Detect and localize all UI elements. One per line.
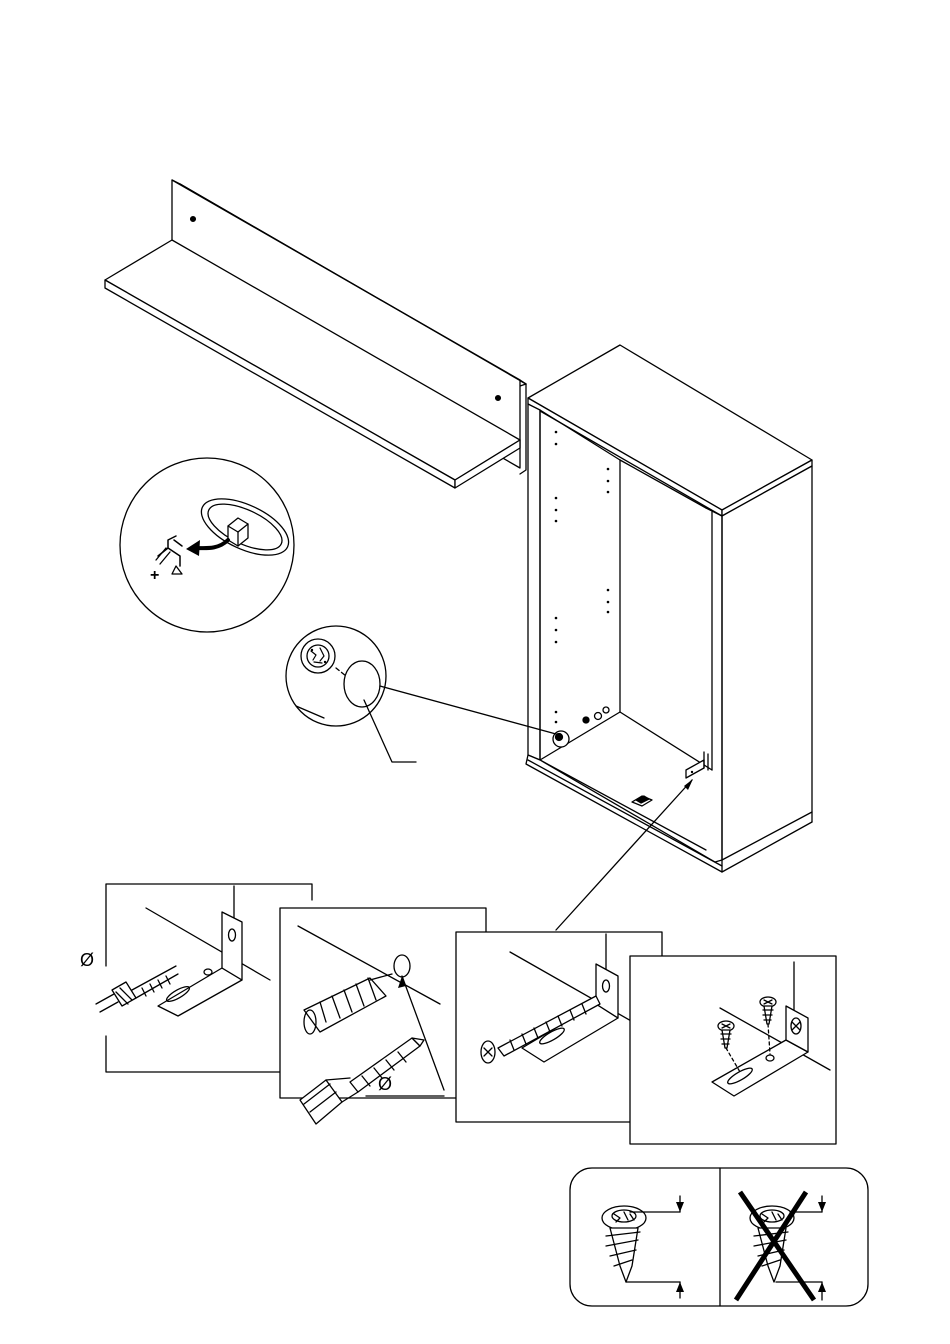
plus-symbol: +	[150, 567, 159, 584]
cover-cap-detail-callout	[286, 626, 386, 726]
wall-shelf	[105, 180, 526, 488]
step-panel-drill: Ø	[80, 884, 312, 1072]
shelf-hole-right-icon	[496, 396, 501, 401]
shelf-hole-left-icon	[191, 217, 196, 222]
cabinet-carcass	[526, 345, 812, 872]
cam-lock-detail-callout: +	[120, 458, 297, 632]
shelf-pin-holes	[555, 431, 610, 724]
cover-cap-icon	[344, 661, 380, 707]
drill-diameter-symbol: Ø	[80, 950, 94, 970]
step-panel-wall-plug: Ø	[280, 908, 486, 1124]
screw-comparison-box	[570, 1168, 868, 1306]
plug-diameter-symbol: Ø	[378, 1074, 392, 1094]
step-panel-fixed-bracket	[630, 956, 836, 1144]
